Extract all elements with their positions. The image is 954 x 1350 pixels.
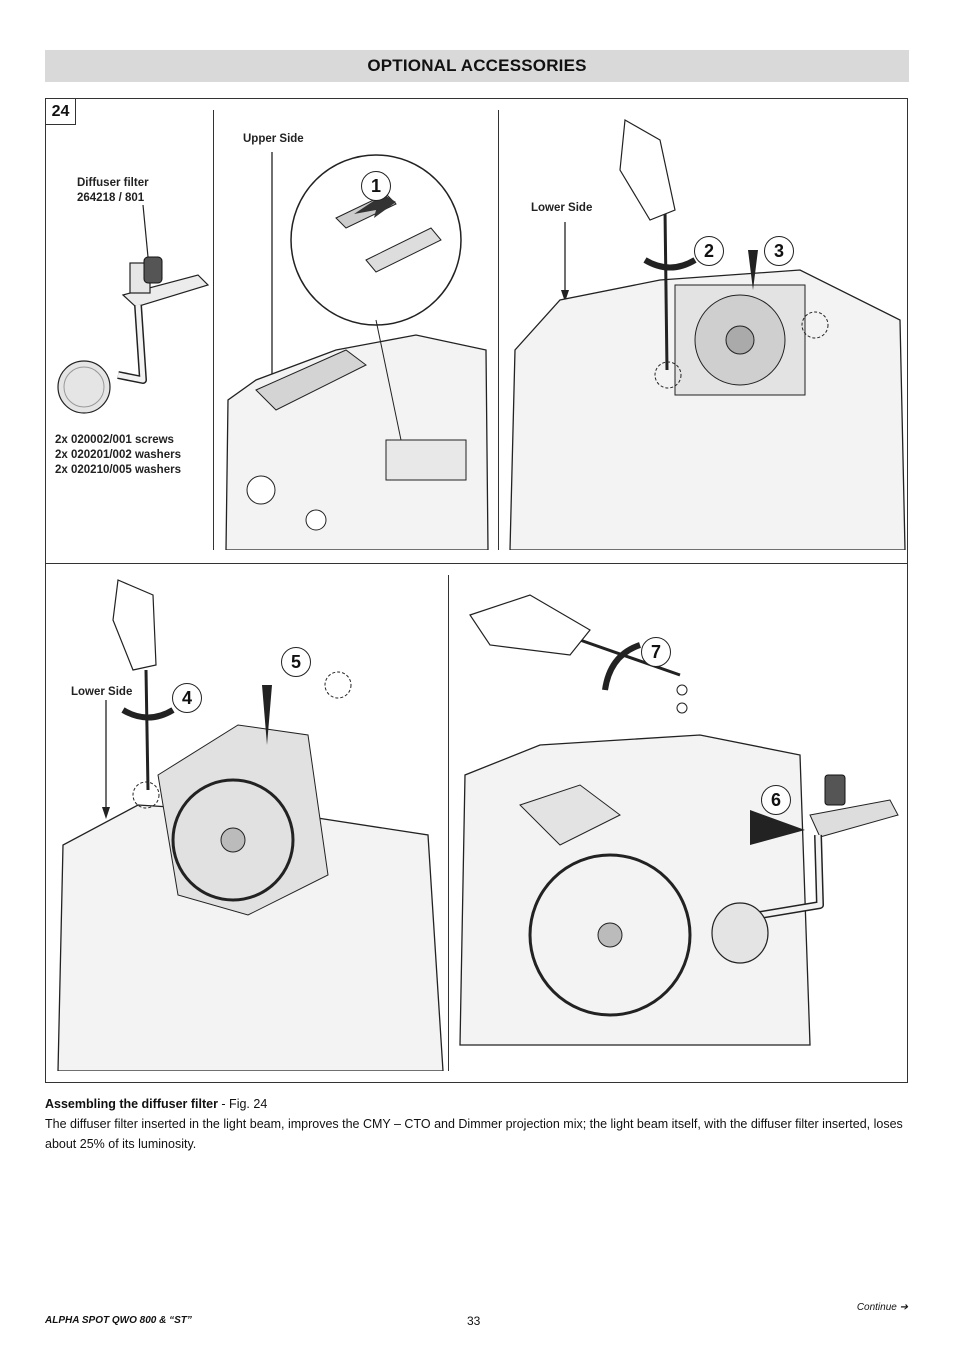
- panel-divider-horizontal: [45, 563, 908, 564]
- upper-side-label: Upper Side: [243, 133, 304, 145]
- callout-1: 1: [361, 171, 391, 201]
- hardware-washers-1: 2x 020201/002 washers: [55, 449, 181, 461]
- panel-divider-v2: [498, 110, 499, 550]
- figure-caption: Assembling the diffuser filter - Fig. 24…: [45, 1094, 911, 1154]
- callout-3: 3: [764, 236, 794, 266]
- page-number: 33: [467, 1314, 481, 1328]
- panel-divider-v1: [213, 110, 214, 550]
- upper-side-illustration: [225, 152, 489, 550]
- continue-note: Continue ➔: [856, 1302, 908, 1313]
- lower-side-label-top: Lower Side: [531, 202, 593, 214]
- diffuser-insertion-illustration: [459, 594, 899, 1046]
- section-header: OPTIONAL ACCESSORIES: [45, 50, 909, 82]
- lower-side-label-bottom: Lower Side: [71, 686, 133, 698]
- callout-2: 2: [694, 236, 724, 266]
- caption-title: Assembling the diffuser filter: [45, 1097, 218, 1111]
- lower-side-disassembly-illustration: [57, 579, 444, 1071]
- callout-4: 4: [172, 683, 202, 713]
- hardware-washers-2: 2x 020210/005 washers: [55, 464, 181, 476]
- section-title: OPTIONAL ACCESSORIES: [367, 56, 587, 75]
- callout-6: 6: [761, 785, 791, 815]
- caption-body: The diffuser filter inserted in the ligh…: [45, 1117, 903, 1151]
- footer-product: ALPHA SPOT QWO 800 & “ST”: [45, 1315, 192, 1326]
- part-code-label: 264218 / 801: [77, 192, 145, 204]
- panel-divider-v3: [448, 575, 449, 1071]
- diffuser-filter-illustration: [57, 205, 210, 414]
- hardware-screws: 2x 020002/001 screws: [55, 434, 174, 446]
- caption-title-line: Assembling the diffuser filter - Fig. 24: [45, 1094, 911, 1114]
- lower-side-fan-illustration: [509, 119, 906, 550]
- figure-number: 24: [45, 98, 76, 125]
- callout-5: 5: [281, 647, 311, 677]
- figure-frame: [45, 98, 908, 1083]
- callout-7: 7: [641, 637, 671, 667]
- caption-ref: - Fig. 24: [217, 1097, 268, 1111]
- part-name-label: Diffuser filter: [77, 177, 149, 189]
